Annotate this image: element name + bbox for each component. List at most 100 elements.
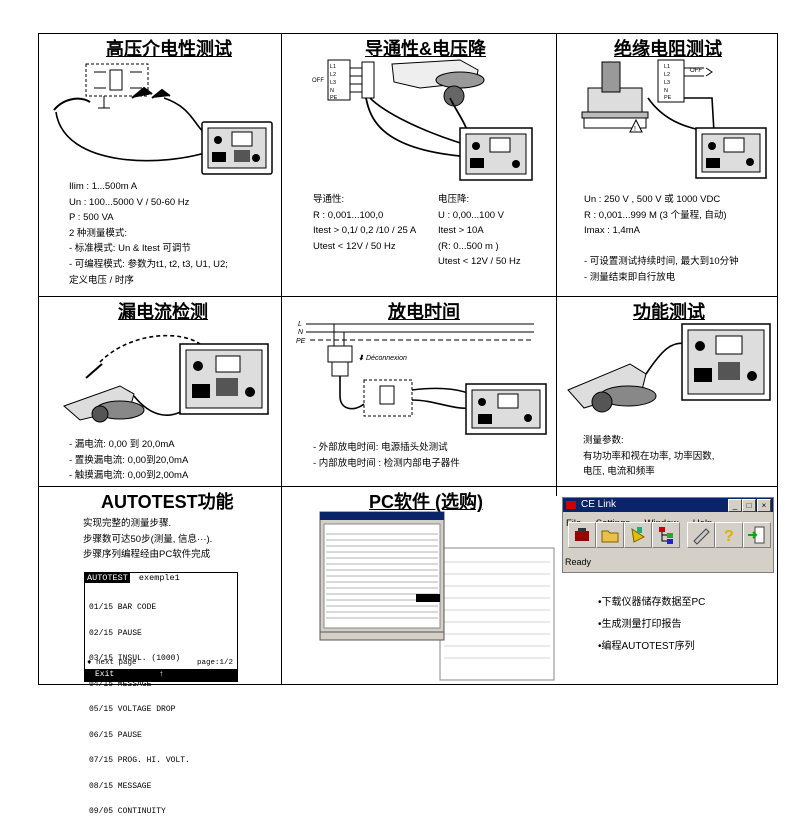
celink-feature: •生成测量打印报告: [598, 619, 682, 630]
hv-spec-line: Ilim : 1...500m A: [69, 181, 138, 192]
help-icon[interactable]: ?: [715, 522, 743, 548]
dis-n-label: N: [298, 329, 304, 336]
cont-pe-label: PE: [330, 95, 338, 101]
autotest-step[interactable]: 07/15 PROG. HI. VOLT.: [89, 756, 190, 765]
leak-title: 漏电流检测: [118, 302, 208, 322]
autotest-next-page[interactable]: ♦ next page: [87, 659, 137, 667]
autotest-exit-button[interactable]: Exit: [95, 670, 115, 679]
divider: [281, 33, 282, 496]
ins-l1-label: L1: [664, 64, 670, 70]
autotest-step[interactable]: 08/15 MESSAGE: [89, 781, 152, 791]
celink-window: CE Link _ □ × File Settings Window Help …: [562, 497, 774, 573]
cont-l3-label: L3: [330, 80, 336, 86]
exit-icon[interactable]: [743, 522, 771, 548]
cont-spec-line: Itest > 0,1/ 0,2 /10 / 25 A: [313, 225, 417, 237]
leakage-illustration: [63, 334, 269, 423]
autotest-step[interactable]: 05/15 VOLTAGE DROP: [89, 705, 176, 714]
cont-l2-label: L2: [330, 72, 336, 78]
ins-spec-line: Imax : 1,4mA: [584, 225, 640, 237]
hv-spec-line: 2 种测量模式:: [69, 227, 128, 239]
minimize-icon[interactable]: _: [728, 499, 742, 512]
ins-spec-line: - 测量结束即自行放电: [584, 271, 676, 283]
celink-feature: •下载仪器储存数据至PC: [598, 597, 706, 608]
dis-pe-label: PE: [296, 338, 306, 345]
autotest-step[interactable]: 09/05 CONTINUITY: [89, 807, 166, 816]
continuity-illustration: L1 L2 L3 N PE OFF: [312, 59, 533, 181]
ins-spec-line: - 可设置测试持续时间, 最大到10分钟: [584, 256, 739, 268]
svg-text:!: !: [634, 126, 636, 133]
autotest-screen: AUTOTEST exemple1 01/15 BAR CODE 02/15 P…: [84, 572, 238, 816]
insulation-illustration: ! L1 L2 L3 N PE OFF: [581, 59, 767, 179]
celink-features: •下载仪器储存数据至PC •生成测量打印报告 •编程AUTOTEST序列: [598, 592, 705, 658]
leak-specs: - 漏电流: 0,00 到 20,0mA - 置换漏电流: 0,00到20,0m…: [69, 437, 188, 484]
dis-spec-line: - 外部放电时间: 电源插头处测试: [313, 442, 448, 453]
cont-spec-line: R : 0,001...100,0: [313, 209, 384, 221]
svg-text:⬇: ⬇: [358, 354, 364, 362]
functional-test-illustration: [567, 323, 771, 413]
autotest-step[interactable]: 03/15 INSUL. (1000): [89, 654, 181, 663]
autotest-header: AUTOTEST: [85, 573, 130, 583]
celink-status: Ready: [565, 557, 592, 567]
hv-spec-line: - 可编程模式: 参数为t1, t2, t3, U1, U2;: [69, 258, 228, 270]
func-spec-line: 测量参数:: [583, 435, 624, 446]
cont-off-label: OFF: [312, 78, 324, 84]
maximize-icon[interactable]: □: [742, 499, 756, 512]
cont-title: 导通性&电压降: [365, 39, 486, 59]
ins-l2-label: L2: [664, 72, 670, 78]
ins-pe-label: PE: [664, 95, 672, 101]
divider: [38, 296, 778, 297]
tree-icon[interactable]: [652, 522, 680, 548]
ins-spec-line: Un : 250 V , 500 V 或 1000 VDC: [584, 194, 721, 205]
func-specs: 测量参数: 有功功率和视在功率, 功率因数, 电压, 电流和频率: [583, 433, 714, 480]
divider: [38, 486, 778, 487]
hv-spec-line: - 标准模式: Un & Itest 可调节: [69, 243, 191, 255]
cont-specs-voltage-drop: 电压降: U : 0,00...100 V Itest > 10A (R: 0.…: [438, 192, 521, 270]
auto-spec-line: 步骤数可达50步(测量, 信息···).: [83, 533, 213, 545]
autotest-step-list: 01/15 BAR CODE 02/15 PAUSE 03/15 INSUL. …: [85, 583, 237, 834]
autotest-step[interactable]: 06/15 PAUSE: [89, 730, 142, 740]
edit-pen-icon[interactable]: [687, 522, 715, 548]
cont-spec-line: (R: 0...500 m ): [438, 240, 499, 252]
cont-spec-line: Itest > 10A: [438, 225, 484, 237]
hv-spec-line: P : 500 VA: [69, 212, 114, 224]
func-spec-line: 有功功率和视在功率, 功率因数,: [583, 450, 715, 462]
celink-title: CE Link: [581, 499, 617, 510]
discharge-illustration: L N PE ⬇ Déconnexion: [296, 321, 547, 435]
autotest-step[interactable]: 04/15 MESSAGE: [89, 679, 152, 689]
cont-spec-line: Utest < 12V / 50 Hz: [438, 256, 521, 268]
close-icon[interactable]: ×: [757, 499, 771, 512]
cont-l1-label: L1: [330, 64, 336, 70]
divider: [556, 33, 557, 496]
divider: [281, 486, 282, 685]
pc-software-screenshots: [319, 511, 555, 681]
ins-spec-line: [584, 239, 739, 255]
cont-specs-continuity: 导通性: R : 0,001...100,0 Itest > 0,1/ 0,2 …: [313, 192, 416, 254]
svg-text:?: ?: [724, 528, 734, 545]
pc-title: PC软件 (选购): [369, 492, 483, 512]
autotest-step[interactable]: 01/15 BAR CODE: [89, 603, 157, 612]
hv-test-illustration: [53, 63, 273, 175]
download-icon[interactable]: [624, 522, 652, 548]
autotest-up-button[interactable]: ↑: [159, 670, 164, 679]
dis-l-label: L: [298, 321, 302, 328]
leak-spec-line: - 触摸漏电流: 0,00到2,00mA: [69, 470, 189, 482]
hv-title: 高压介电性测试: [106, 39, 232, 59]
ins-specs: Un : 250 V , 500 V 或 1000 VDC R : 0,001.…: [584, 192, 739, 286]
celink-titlebar: CE Link _ □ ×: [563, 498, 773, 512]
auto-spec-line: 实现完整的测量步骤.: [83, 518, 172, 529]
celink-feature: •编程AUTOTEST序列: [598, 641, 695, 652]
cont-spec-line: 电压降:: [438, 194, 470, 205]
func-title: 功能测试: [633, 302, 705, 322]
autotest-page-indicator: page:1/2: [196, 659, 233, 667]
instrument-icon[interactable]: [568, 522, 596, 548]
auto-spec-line: 步骤序列编程经由PC软件完成: [83, 549, 211, 561]
autotest-step[interactable]: 02/15 PAUSE: [89, 628, 142, 638]
ins-spec-line: R : 0,001...999 M (3 个量程, 自动): [584, 209, 727, 221]
dis-title: 放电时间: [388, 302, 460, 322]
hv-spec-line: Un : 100...5000 V / 50-60 Hz: [69, 196, 190, 208]
cont-spec-line: U : 0,00...100 V: [438, 209, 505, 221]
auto-title: AUTOTEST功能: [101, 492, 234, 512]
leak-spec-line: - 置换漏电流: 0,00到20,0mA: [69, 454, 189, 466]
ins-title: 绝缘电阻测试: [614, 39, 722, 59]
open-folder-icon[interactable]: [596, 522, 624, 548]
